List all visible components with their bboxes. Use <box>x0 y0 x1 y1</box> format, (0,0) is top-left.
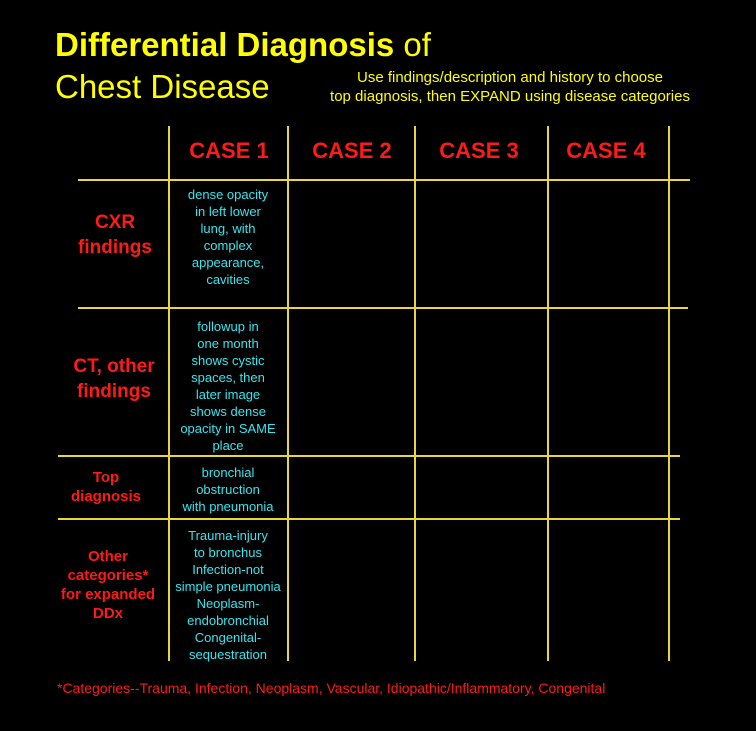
cell-line: place <box>212 438 244 453</box>
row-header-ct-findings: CT, other findings <box>58 354 170 404</box>
cell-line: shows cystic <box>191 353 265 368</box>
cell-line: spaces, then <box>191 370 265 385</box>
row-header-line: Top <box>92 469 120 486</box>
cell-line: one month <box>197 336 259 351</box>
grid-vline <box>547 126 549 661</box>
cell-line: simple pneumonia <box>175 579 281 594</box>
cell-line: complex <box>203 238 253 253</box>
cell-line: appearance, <box>191 255 265 270</box>
row-header-line: CXR <box>94 212 136 233</box>
grid-vline <box>414 126 416 661</box>
cell-line: Congenital- <box>194 630 262 645</box>
cell-line: Infection-not <box>192 562 264 577</box>
title-line2: Chest Disease <box>55 68 270 105</box>
row-header-top-diagnosis: Top diagnosis <box>50 468 162 506</box>
subtitle-line1: Use findings/description and history to … <box>356 69 663 86</box>
cell-line: obstruction <box>196 482 260 497</box>
column-header-case-3: CASE 3 <box>439 138 519 163</box>
subtitle-line2: top diagnosis, then EXPAND using disease… <box>330 88 690 105</box>
title-part1: Differential Diagnosis <box>55 26 395 63</box>
footnote: *Categories--Trauma, Infection, Neoplasm… <box>57 680 606 696</box>
grid-hline <box>78 179 690 181</box>
grid-hline <box>78 307 688 309</box>
row-header-other-categories: Other categories* for expanded DDx <box>52 547 164 623</box>
column-header-case-4: CASE 4 <box>566 138 646 163</box>
column-header-case-2: CASE 2 <box>312 138 392 163</box>
page-title: Differential Diagnosis of Chest Disease <box>55 24 431 108</box>
cell-line: lung, with <box>200 221 256 236</box>
cell-other-categories-case-1: Trauma-injury to bronchus Infection-not … <box>166 527 290 663</box>
cell-top-diagnosis-case-1: bronchial obstruction with pneumonia <box>170 464 286 515</box>
cell-line: Neoplasm- <box>196 596 260 611</box>
row-header-line: categories* <box>67 567 149 584</box>
grid-hline <box>58 455 680 457</box>
cell-line: in left lower <box>195 204 261 219</box>
grid-hline <box>58 518 680 520</box>
grid-vline <box>168 126 170 661</box>
cell-cxr-case-1: dense opacity in left lower lung, with c… <box>170 186 286 288</box>
column-header-case-1: CASE 1 <box>189 138 269 163</box>
row-header-line: CT, other <box>73 356 155 377</box>
row-header-line: for expanded <box>60 586 156 603</box>
row-header-cxr-findings: CXR findings <box>60 210 170 260</box>
row-header-line: findings <box>78 237 152 258</box>
cell-line: bronchial <box>201 465 255 480</box>
cell-line: cavities <box>206 272 250 287</box>
row-header-line: Other <box>87 548 128 565</box>
row-header-line: diagnosis <box>70 488 141 505</box>
subtitle: Use findings/description and history to … <box>300 68 720 106</box>
cell-line: with pneumonia <box>182 499 274 514</box>
row-header-line: findings <box>77 381 151 402</box>
row-header-line: DDx <box>92 605 123 622</box>
cell-line: shows dense <box>190 404 266 419</box>
cell-line: followup in <box>197 319 259 334</box>
cell-line: Trauma-injury <box>188 528 268 543</box>
cell-ct-case-1: followup in one month shows cystic space… <box>170 318 286 454</box>
cell-line: sequestration <box>188 647 268 662</box>
cell-line: dense opacity <box>187 187 269 202</box>
cell-line: later image <box>195 387 261 402</box>
grid-vline <box>668 126 670 661</box>
title-part2: of <box>403 26 431 63</box>
cell-line: opacity in SAME <box>180 421 276 436</box>
grid-vline <box>287 126 289 661</box>
cell-line: endobronchial <box>187 613 269 628</box>
cell-line: to bronchus <box>194 545 262 560</box>
